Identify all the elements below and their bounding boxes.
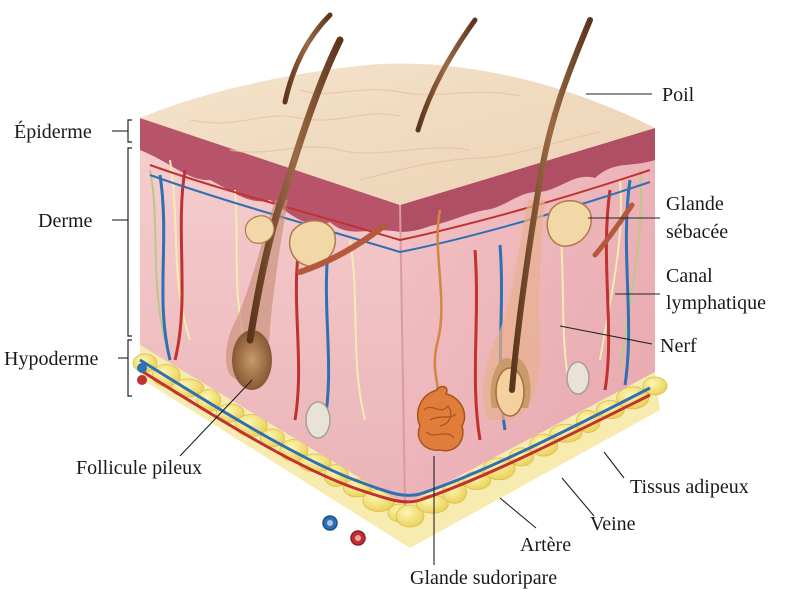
label-epiderme: Épiderme [14, 120, 92, 143]
label-glande-sebacee-2: sébacée [666, 221, 728, 243]
label-canal-lymphatique-1: Canal [666, 265, 713, 287]
fat-globule [643, 377, 667, 395]
label-canal-lymphatique-2: lymphatique [666, 292, 766, 314]
label-hypoderme: Hypoderme [4, 348, 99, 370]
fat-globule [416, 495, 448, 513]
label-artere: Artère [520, 534, 571, 556]
label-glande-sebacee-1: Glande [666, 193, 724, 215]
label-derme: Derme [38, 210, 93, 232]
label-glande-sudoripare: Glande sudoripare [410, 567, 557, 589]
layer-brackets [112, 120, 132, 396]
label-nerf: Nerf [660, 335, 697, 357]
label-veine: Veine [590, 513, 636, 535]
fat-globule [550, 424, 582, 442]
label-follicule-pileux: Follicule pileux [76, 457, 202, 479]
label-poil: Poil [662, 84, 695, 106]
label-tissus-adipeux: Tissus adipeux [630, 476, 749, 498]
